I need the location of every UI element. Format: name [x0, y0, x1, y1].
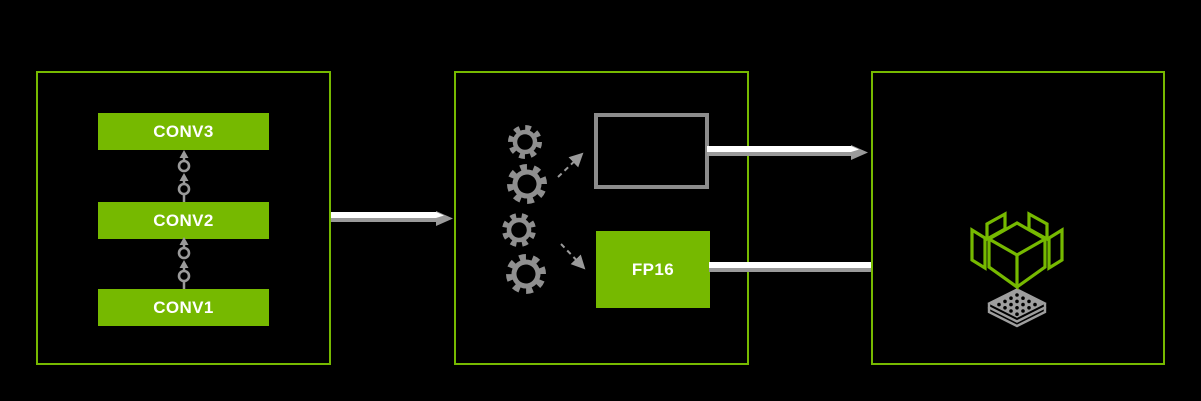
- gear-icon: [502, 213, 536, 247]
- fp16-box: FP16: [596, 231, 710, 308]
- chain-link-up-arrow-icon: [177, 150, 191, 202]
- dashed-arrow-to-gray-box: [557, 152, 584, 178]
- engine-icon: [970, 211, 1064, 328]
- conv2-label: CONV2: [153, 210, 214, 230]
- fp16-label: FP16: [631, 259, 675, 279]
- perforated-chip-stack-icon: [987, 288, 1047, 328]
- optimizer-panel: FP16: [454, 71, 749, 365]
- conv3-label: CONV3: [153, 121, 214, 141]
- conv3-box: CONV3: [98, 113, 269, 150]
- arrow-gray-box-output: [707, 145, 868, 160]
- conv1-box: CONV1: [98, 289, 269, 326]
- gears-and-dashes-layer: [502, 125, 586, 294]
- open-box-icon: [970, 211, 1064, 291]
- conv1-label: CONV1: [153, 297, 214, 317]
- empty-gray-box: [594, 113, 709, 189]
- conv2-box: CONV2: [98, 202, 269, 239]
- arrow-fp16-output: [709, 261, 920, 276]
- dashed-arrow-to-fp16-box: [560, 243, 586, 270]
- arrow-model-to-optimizer: [331, 211, 453, 226]
- chain-link-up-arrow-icon: [177, 237, 191, 289]
- gear-icon: [507, 164, 547, 204]
- engine-panel: [871, 71, 1165, 365]
- model-panel: CONV3 CONV2: [36, 71, 331, 365]
- gear-icon: [506, 254, 546, 294]
- gear-icon: [508, 125, 542, 159]
